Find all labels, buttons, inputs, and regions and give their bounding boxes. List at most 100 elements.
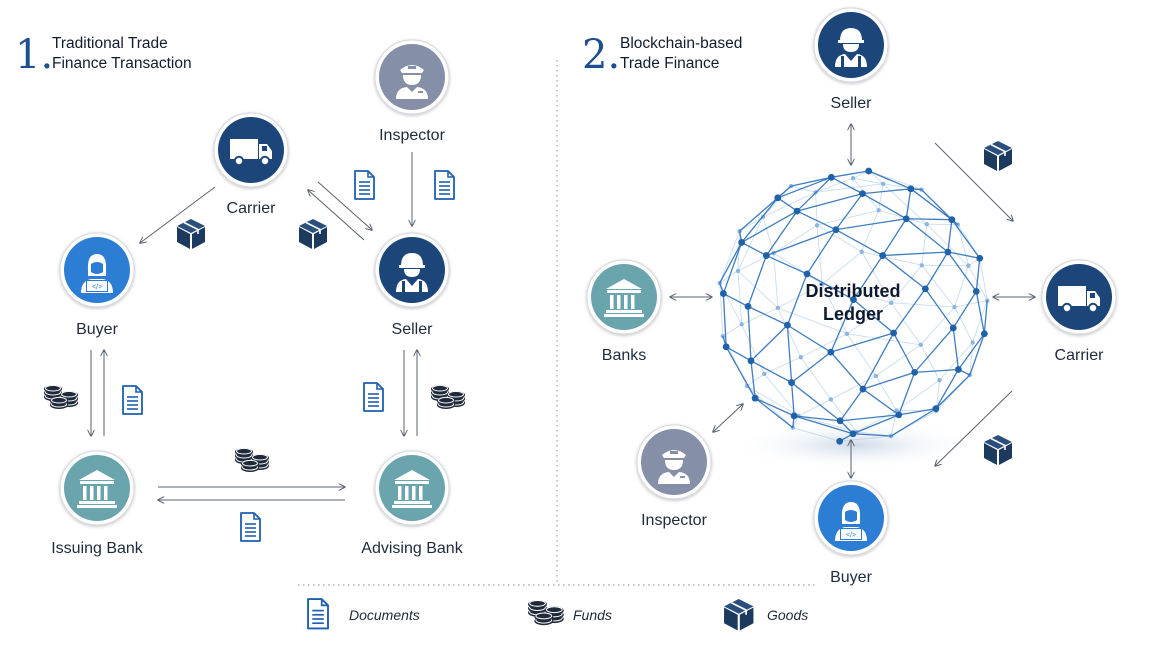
sphere-edge <box>868 170 912 190</box>
sphere-edge <box>762 185 792 218</box>
sphere-edge <box>935 374 971 410</box>
sphere-edge <box>741 197 779 243</box>
sphere-edge <box>741 210 798 244</box>
sphere-node <box>966 263 971 268</box>
sphere-node <box>798 355 803 360</box>
sphere-front-mesh <box>719 167 988 445</box>
section2-arrows <box>670 124 1035 478</box>
node2-inspector-label: Inspector <box>641 512 707 529</box>
sphere-edge <box>920 189 953 221</box>
sphere-edge <box>969 342 974 376</box>
sphere-edge <box>831 170 869 178</box>
coins-icon <box>235 447 269 472</box>
sphere-edge <box>747 255 767 307</box>
sphere-node <box>919 263 924 268</box>
sphere-edge <box>719 242 743 284</box>
section1-title-line1: Traditional Trade <box>52 35 168 52</box>
node-inspector-label: Inspector <box>379 127 445 144</box>
sphere-edge <box>914 327 954 373</box>
sphere-edge <box>835 218 907 231</box>
sphere-node <box>937 377 942 383</box>
sphere-edge <box>791 351 832 384</box>
sphere-edge <box>882 255 926 290</box>
sphere-node <box>876 208 881 213</box>
sphere-node <box>859 190 866 198</box>
sphere-edge <box>954 300 988 308</box>
sphere-edge <box>856 410 897 433</box>
node-issuing-bank <box>59 450 135 526</box>
sphere-edge <box>853 299 895 334</box>
sphere-node <box>850 296 857 304</box>
sphere-node <box>865 167 873 175</box>
node2-seller-label: Seller <box>831 95 873 112</box>
node2-banks <box>586 259 662 335</box>
sphere-node <box>738 239 746 246</box>
sphere-edge <box>725 346 752 362</box>
sphere-node <box>827 173 835 181</box>
sphere-edge <box>790 382 795 416</box>
box-icon <box>984 435 1012 465</box>
sphere-edge <box>861 251 892 304</box>
sphere-node <box>873 373 878 379</box>
sphere-edge <box>898 407 936 416</box>
arrow-ledger-inspector <box>713 404 743 432</box>
ledger-label-line1: Distributed <box>805 281 900 301</box>
sphere-edge <box>747 306 752 361</box>
sphere-edge <box>815 183 884 193</box>
sphere-edge <box>777 307 848 335</box>
sphere-edge <box>773 252 823 285</box>
sphere-edge <box>773 252 779 308</box>
node-buyer <box>59 232 135 308</box>
sphere-edge <box>719 283 724 337</box>
sphere-edge <box>862 371 915 390</box>
node2-carrier <box>1041 259 1117 335</box>
box-icon <box>724 599 754 631</box>
sphere-edge <box>746 385 799 417</box>
document-icon <box>240 512 261 542</box>
sphere-edge <box>924 251 949 290</box>
sphere-edge <box>952 327 960 370</box>
sphere-node <box>944 248 952 256</box>
sphere-edge <box>862 193 907 220</box>
sphere-shadow <box>730 420 980 470</box>
sphere-edge <box>882 218 907 256</box>
sphere-node <box>793 207 801 215</box>
sphere-edge <box>862 388 900 416</box>
sphere-node <box>890 329 898 337</box>
sphere-node <box>849 430 857 438</box>
section2-heading: 2. Blockchain-based Trade Finance <box>582 32 742 78</box>
sphere-node <box>719 290 727 297</box>
sphere-node <box>747 357 755 365</box>
sphere-node <box>918 342 923 347</box>
sphere-node <box>980 330 988 338</box>
sphere-edge <box>798 399 832 417</box>
sphere-node <box>836 417 844 425</box>
node-carrier <box>213 112 289 188</box>
sphere-edge <box>979 258 988 301</box>
sphere-node <box>827 348 835 356</box>
legend-box-icon <box>724 599 754 631</box>
sphere-edge <box>777 197 798 212</box>
sphere-edge <box>796 210 837 231</box>
sphere-edge <box>875 375 897 411</box>
node-advising-bank-label: Advising Bank <box>361 540 463 557</box>
sphere-edge <box>920 344 940 381</box>
sphere-edge <box>830 299 855 353</box>
node2-buyer <box>813 480 889 556</box>
sphere-edge <box>796 193 863 212</box>
sphere-edge <box>893 332 916 373</box>
node2-inspector <box>636 424 712 500</box>
sphere-edge <box>875 344 922 377</box>
distributed-ledger-sphere <box>717 167 990 445</box>
sphere-node <box>836 437 844 445</box>
sphere-node <box>788 379 795 386</box>
sphere-node <box>850 176 856 181</box>
sphere-edge <box>846 302 892 335</box>
sphere-edge <box>905 188 912 219</box>
sphere-edge <box>910 188 953 221</box>
sphere-edge <box>754 397 794 429</box>
sphere-edge <box>750 360 792 384</box>
sphere-edge <box>815 177 854 193</box>
sphere-edge <box>830 332 894 353</box>
sphere-edge <box>878 183 884 211</box>
